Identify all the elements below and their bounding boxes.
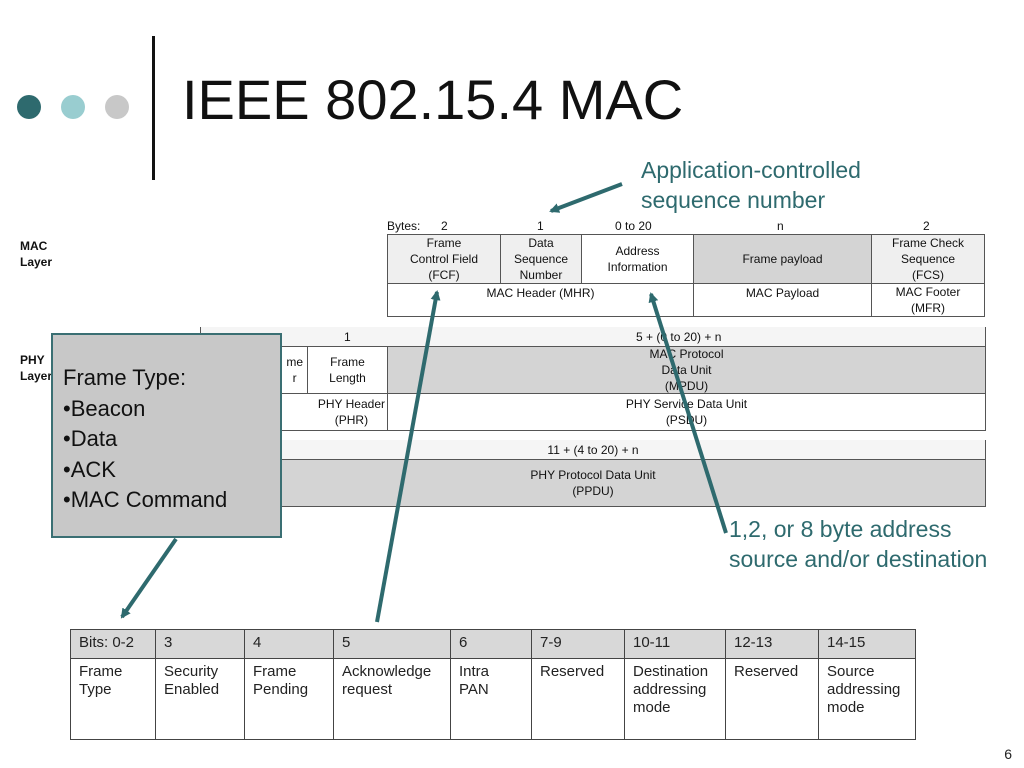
frame-type-ack: •ACK xyxy=(63,456,116,482)
arrow-to-sequence-number xyxy=(549,182,623,213)
mpdu-bytes: 5 + (0 to 20) + n xyxy=(636,330,722,344)
bits-header-7-9: 7-9 xyxy=(531,629,625,659)
bits-header-12-13: 12-13 xyxy=(725,629,819,659)
bits-reserved-7-9: Reserved xyxy=(531,658,625,740)
fcf-bits-header-row: Bits: 0-2 3 4 5 6 7-9 10-11 12-13 14-15 xyxy=(70,629,916,659)
fcf-field: Frame Control Field (FCF) xyxy=(387,234,501,284)
frame-type-title: Frame Type: xyxy=(63,365,187,390)
bits-header-3: 3 xyxy=(155,629,245,659)
mac-footer-mfr: MAC Footer (MFR) xyxy=(871,283,985,317)
byte-count-fcf: 2 xyxy=(441,219,448,233)
bullet-dot-3 xyxy=(105,95,129,119)
slide-title: IEEE 802.15.4 MAC xyxy=(182,68,684,131)
phy-bytes-row xyxy=(200,327,986,347)
mac-header-mhr: MAC Header (MHR) xyxy=(387,283,694,317)
mac-payload: MAC Payload xyxy=(693,283,872,317)
address-callout-line-1: 1,2, or 8 byte address xyxy=(729,516,952,542)
address-callout-line-2: source and/or destination xyxy=(729,546,988,572)
arrow-to-frame-type-bits xyxy=(120,537,178,619)
sequence-callout: Application-controlled sequence number xyxy=(641,155,861,215)
sequence-callout-line-1: Application-controlled xyxy=(641,157,861,183)
psdu-field: PHY Service Data Unit (PSDU) xyxy=(387,393,986,431)
bits-frame-pending: Frame Pending xyxy=(244,658,334,740)
frame-type-box: Frame Type: •Beacon •Data •ACK •MAC Comm… xyxy=(51,333,282,538)
bits-header-14-15: 14-15 xyxy=(818,629,916,659)
byte-count-seq: 1 xyxy=(537,219,544,233)
address-information-field: Address Information xyxy=(581,234,694,284)
bits-intra-pan: Intra PAN xyxy=(450,658,532,740)
bits-reserved-12-13: Reserved xyxy=(725,658,819,740)
bits-frame-type: Frame Type xyxy=(70,658,156,740)
bits-source-addressing-mode: Source addressing mode xyxy=(818,658,916,740)
ppdu-bytes: 11 + (4 to 20) + n xyxy=(200,440,986,460)
bits-header-10-11: 10-11 xyxy=(624,629,726,659)
title-divider xyxy=(152,36,155,180)
byte-count-payload: n xyxy=(777,219,784,233)
bullet-dot-1 xyxy=(17,95,41,119)
bits-acknowledge-request: Acknowledge request xyxy=(333,658,451,740)
frame-length-bytes: 1 xyxy=(344,330,351,344)
phy-layer-label: PHY Layer xyxy=(20,353,53,383)
page-number: 6 xyxy=(1004,746,1012,762)
bits-security-enabled: Security Enabled xyxy=(155,658,245,740)
bytes-label: Bytes: xyxy=(387,219,421,233)
ppdu-field: PHY Protocol Data Unit (PPDU) xyxy=(200,459,986,507)
frame-type-data: •Data xyxy=(63,426,118,451)
frame-payload-field: Frame payload xyxy=(693,234,872,284)
bullet-dot-2 xyxy=(61,95,85,119)
mpdu-field: MAC Protocol Data Unit (MPDU) xyxy=(387,346,986,394)
bits-header-5: 5 xyxy=(333,629,451,659)
frame-type-beacon: •Beacon xyxy=(63,395,146,421)
sequence-callout-line-2: sequence number xyxy=(641,187,826,213)
fcf-bits-body-row: Frame Type Security Enabled Frame Pendin… xyxy=(70,658,916,740)
bits-destination-addressing-mode: Destination addressing mode xyxy=(624,658,726,740)
fcf-bits-table: Bits: 0-2 3 4 5 6 7-9 10-11 12-13 14-15 … xyxy=(70,629,916,740)
byte-count-addr: 0 to 20 xyxy=(615,219,652,233)
mac-layer-label: MAC Layer xyxy=(20,239,53,269)
bits-header-0-2: Bits: 0-2 xyxy=(70,629,156,659)
fcs-field: Frame Check Sequence (FCS) xyxy=(871,234,985,284)
frame-type-mac-command: •MAC Command xyxy=(63,487,228,512)
sequence-number-field: Data Sequence Number xyxy=(500,234,582,284)
bits-header-6: 6 xyxy=(450,629,532,659)
address-callout: 1,2, or 8 byte address source and/or des… xyxy=(729,514,987,574)
bits-header-4: 4 xyxy=(244,629,334,659)
byte-count-fcs: 2 xyxy=(923,219,930,233)
frame-length-field: Frame Length xyxy=(307,346,388,394)
